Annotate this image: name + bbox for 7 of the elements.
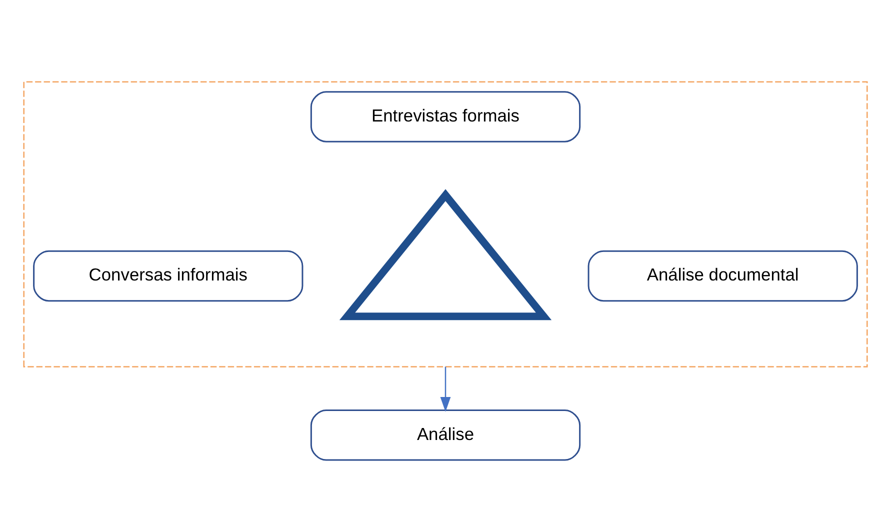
- cluster: [23, 81, 868, 368]
- node-box: Entrevistas formais: [310, 91, 581, 142]
- node-box: Conversas informais: [33, 250, 304, 302]
- node-box: Análise documental: [588, 250, 858, 302]
- arrow: [440, 366, 451, 412]
- node-box: Análise: [310, 410, 581, 461]
- node-triangle: [339, 189, 552, 320]
